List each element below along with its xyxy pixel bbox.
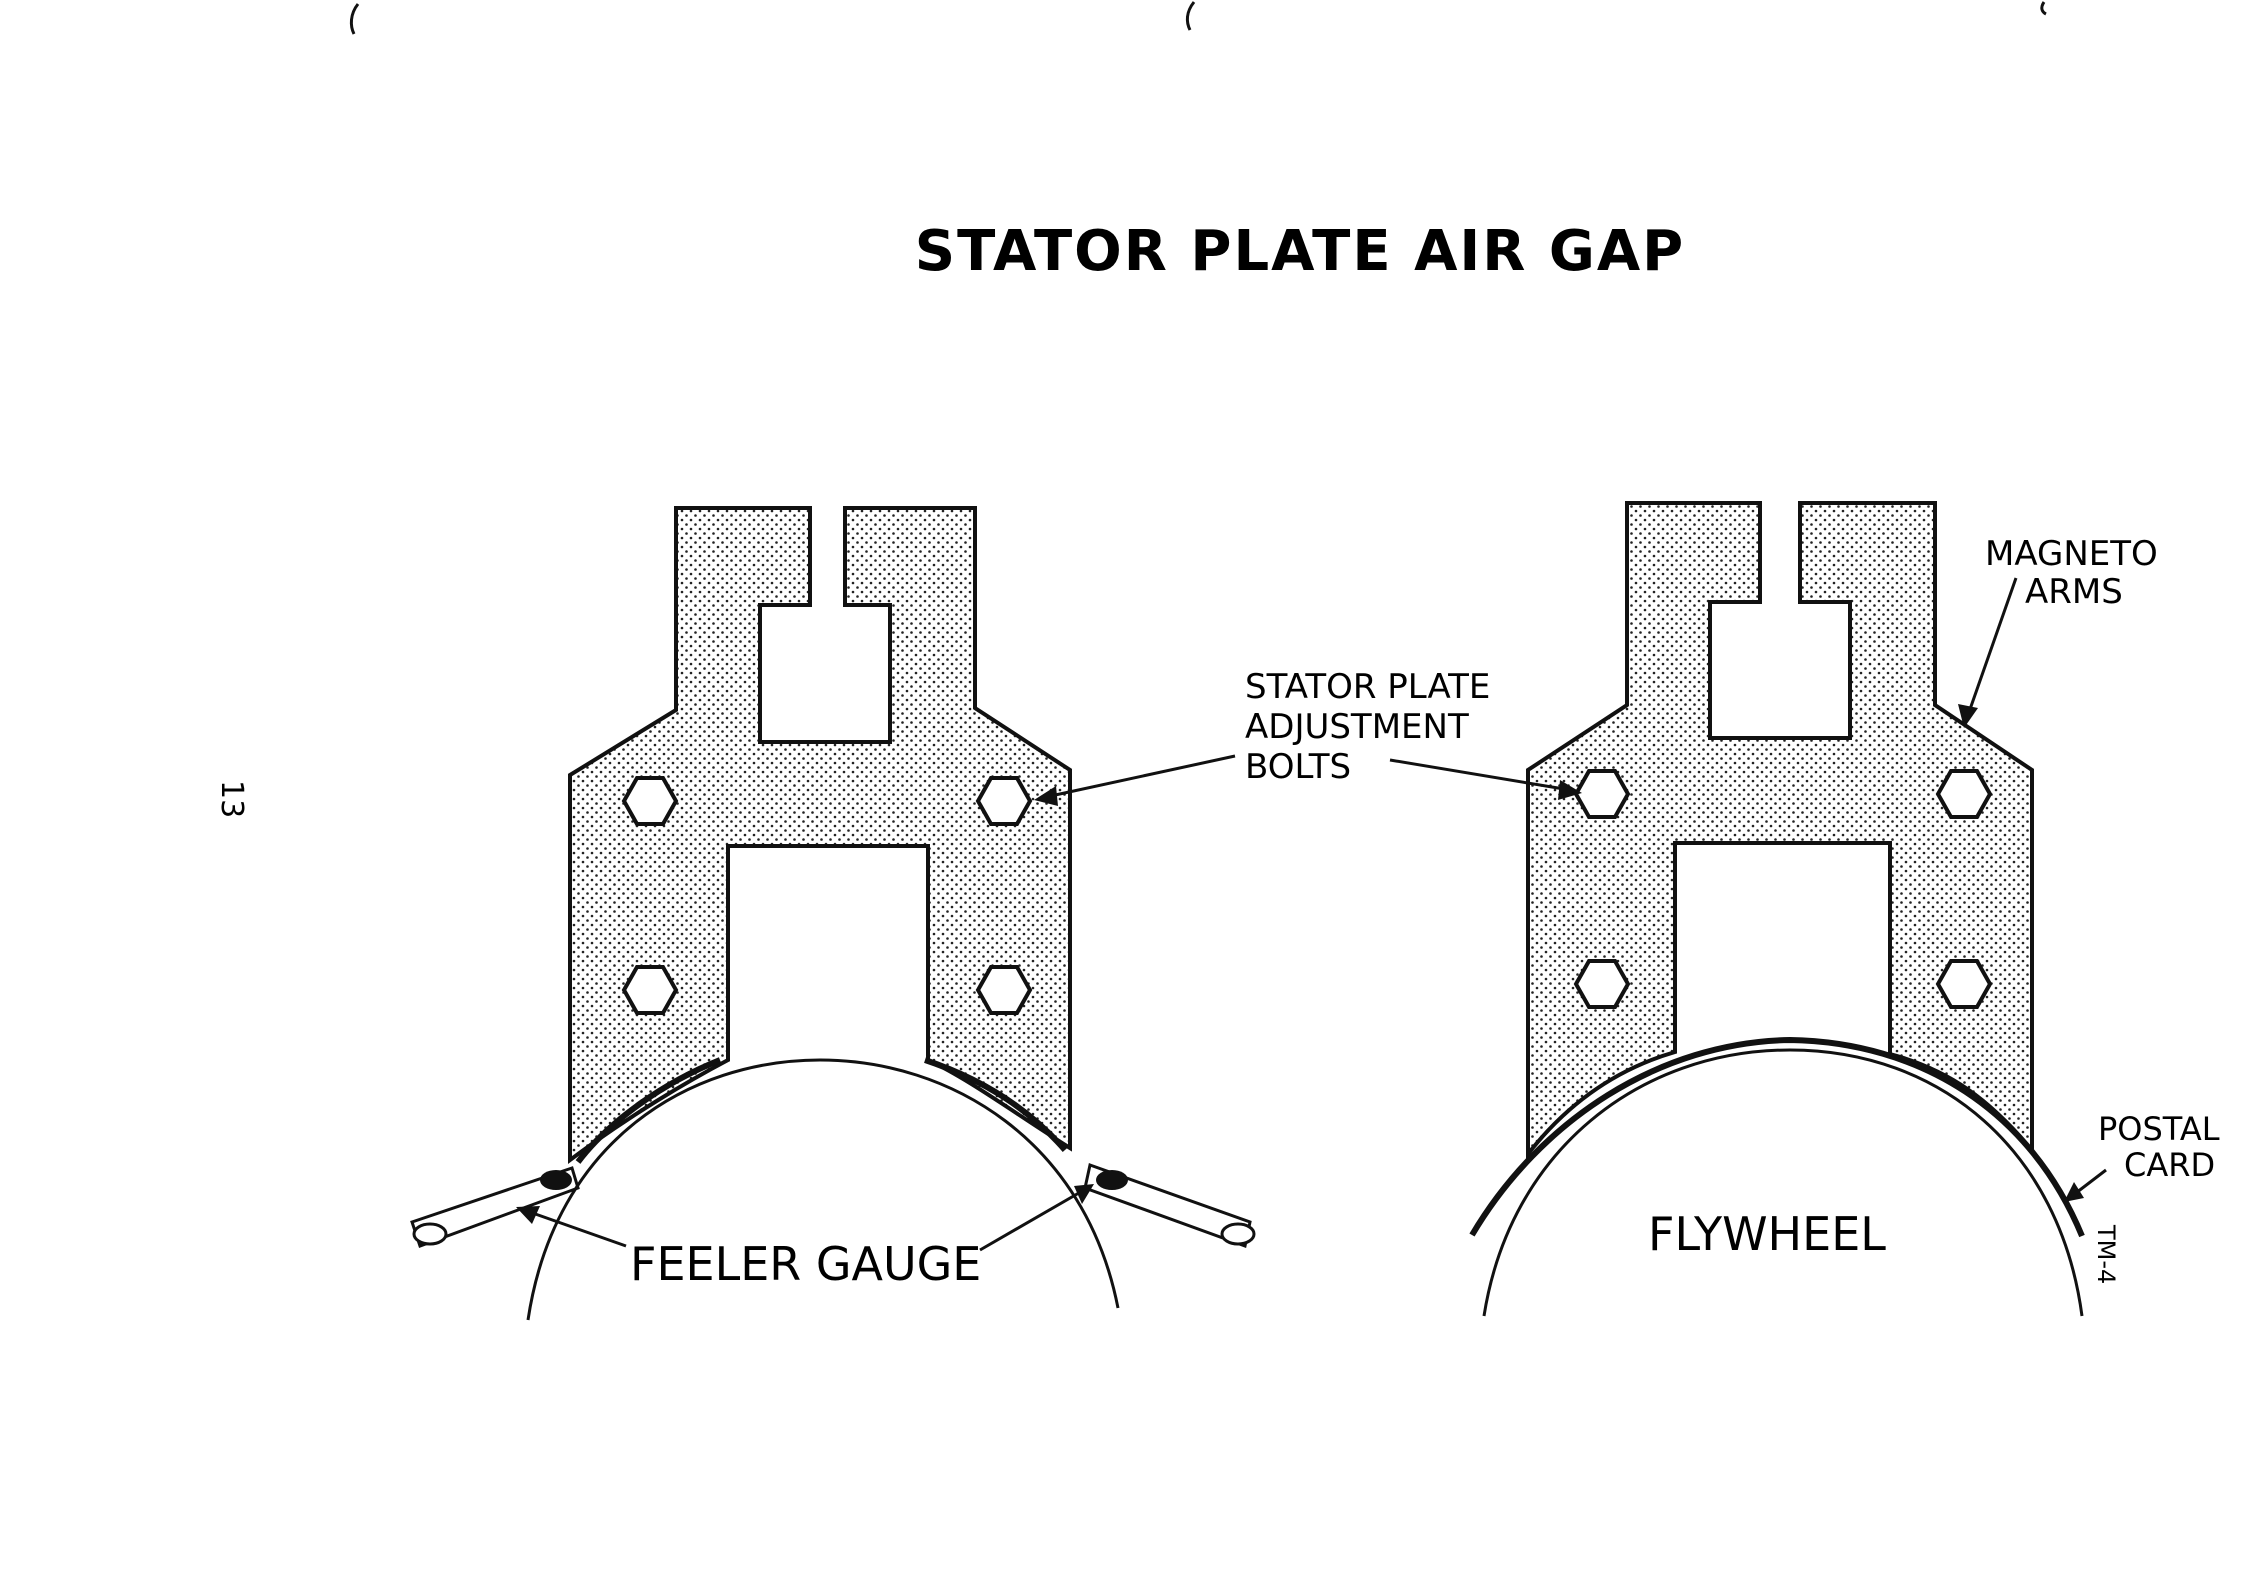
stator-arrow-right (1389, 758, 1571, 792)
left-flywheel-arc (526, 1058, 1120, 1321)
postal-card-callout: POSTAL CARD (2064, 1110, 2220, 1202)
feeler-arrowhead-right (1074, 1184, 1094, 1204)
diagram-title: STATOR PLATE AIR GAP (915, 219, 1685, 284)
stator-bolts-callout: STATOR PLATE ADJUSTMENT BOLTS (1034, 667, 1582, 806)
magneto-arms-callout: MAGNETO ARMS (1958, 534, 2158, 728)
left-bolt-top-right (975, 776, 1033, 826)
feeler-arrowhead-left (516, 1206, 540, 1224)
right-bolt-top-right (1935, 769, 1993, 819)
feeler-arrow-right (979, 1188, 1085, 1252)
left-bolt-top-left (621, 776, 679, 826)
stator-bolts-label-line1: STATOR PLATE (1245, 667, 1490, 707)
postal-label-line2: CARD (2124, 1146, 2215, 1184)
postal-label-line1: POSTAL (2098, 1110, 2220, 1148)
scan-mark-3 (2040, 1, 2047, 16)
left-gap-shim-right (924, 1057, 1068, 1152)
figure-code: TM-4 (2092, 1224, 2120, 1284)
magneto-arrow (1966, 577, 2018, 716)
scan-mark-2 (1185, 1, 1196, 31)
left-stator-assembly: FEELER GAUGE (410, 506, 1256, 1321)
flywheel-label: FLYWHEEL (1648, 1207, 1886, 1261)
right-bolt-bottom-left (1573, 959, 1631, 1009)
stator-arrowhead-right (1558, 780, 1582, 800)
right-bolt-top-left (1573, 769, 1631, 819)
feeler-arrow-left (523, 1208, 627, 1248)
magneto-label-line2: ARMS (2025, 572, 2123, 612)
left-feeler-gauge-tool (410, 1166, 580, 1248)
stator-bolts-label-line2: ADJUSTMENT (1245, 707, 1469, 747)
feeler-gauge-label: FEELER GAUGE (630, 1237, 981, 1291)
stator-arrow-left (1045, 754, 1236, 799)
right-feeler-gauge-tool (1083, 1163, 1256, 1248)
magneto-label-line1: MAGNETO (1985, 534, 2158, 574)
right-stator-plate (1526, 501, 2034, 1160)
page-number: 13 (214, 780, 249, 818)
magneto-arrowhead (1958, 704, 1978, 728)
scan-mark-1 (349, 3, 360, 35)
stator-arrowhead-left (1034, 786, 1058, 806)
postal-arrowhead (2064, 1182, 2084, 1202)
right-flywheel-arc (1482, 1048, 2084, 1317)
left-stator-plate (568, 506, 1072, 1164)
left-bolt-bottom-left (621, 965, 679, 1015)
right-stator-assembly: FLYWHEEL (1469, 501, 2085, 1317)
left-gap-shim-left (575, 1057, 722, 1164)
left-bolt-bottom-right (975, 965, 1033, 1015)
right-bolt-bottom-right (1935, 959, 1993, 1009)
stator-bolts-label-line3: BOLTS (1245, 747, 1351, 787)
